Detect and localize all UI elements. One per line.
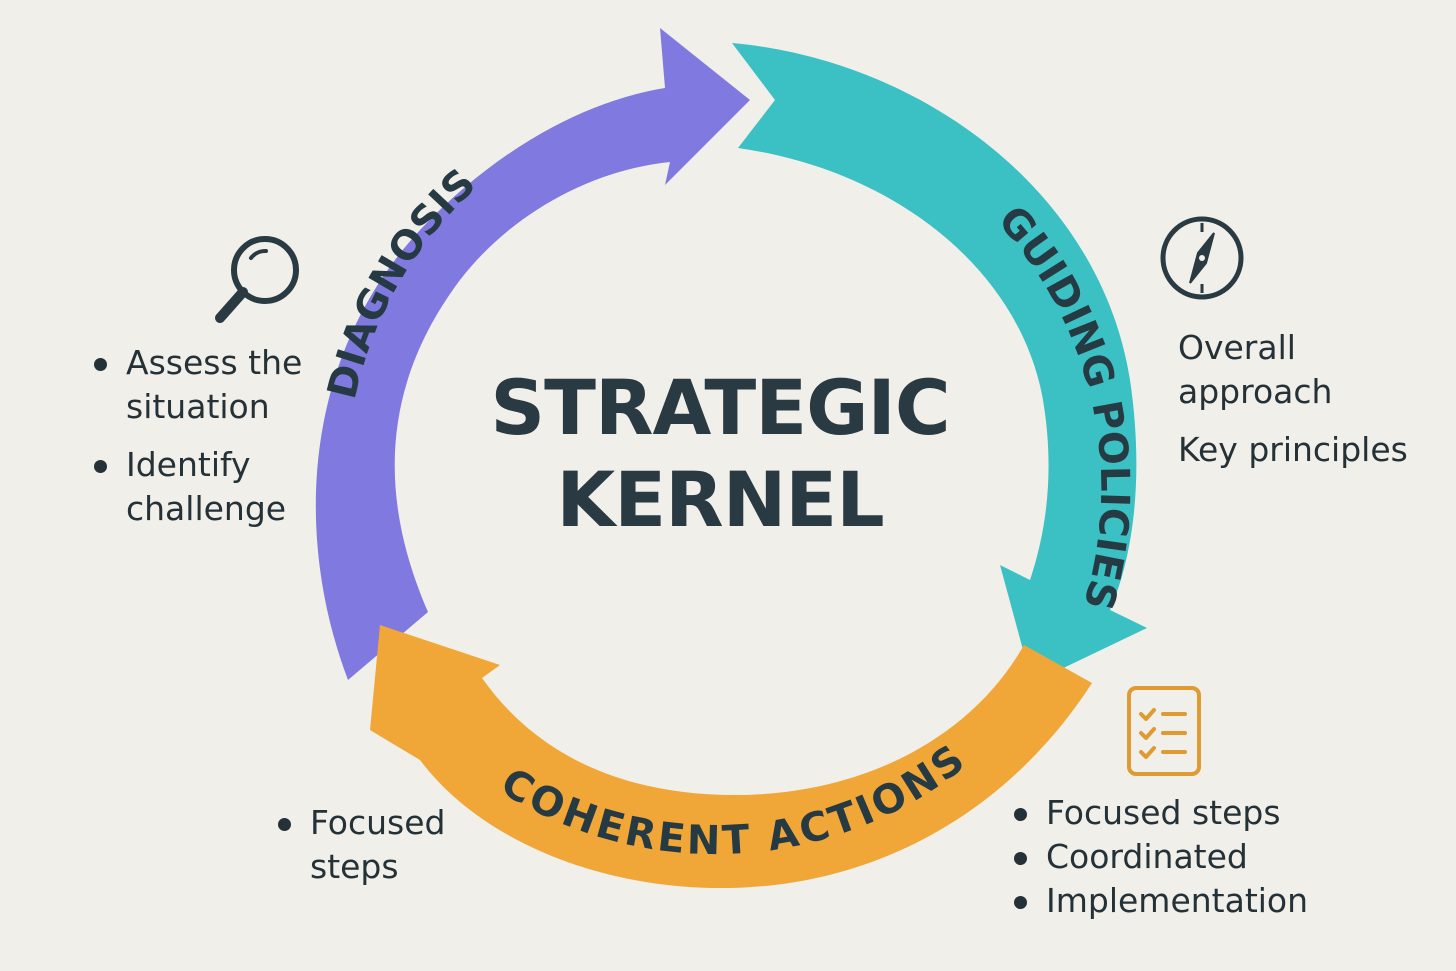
center-title-line-1: STRATEGIC	[490, 363, 950, 452]
coherent-actions-notes-right: Focused steps Coordinated Implementation	[1012, 791, 1372, 923]
guiding-policies-notes: Overall approach Key principles	[1178, 326, 1438, 472]
guiding-policies-note: Overall approach	[1178, 328, 1333, 411]
checklist-icon	[1127, 686, 1201, 776]
center-title: STRATEGIC KERNEL	[430, 362, 1010, 546]
diagnosis-notes: Assess the situation Identify challenge	[92, 341, 332, 531]
guiding-policies-arrow	[732, 43, 1147, 683]
coherent-actions-note: Coordinated	[1012, 835, 1372, 879]
diagnosis-note: Identify challenge	[92, 443, 332, 531]
coherent-actions-notes-left: Focused steps	[276, 801, 496, 889]
coherent-actions-note: Focused steps	[276, 801, 496, 889]
diagnosis-note: Assess the situation	[92, 341, 332, 429]
diagnosis-arrow	[315, 28, 750, 680]
magnifying-glass-icon	[215, 236, 299, 323]
guiding-policies-note: Key principles	[1178, 430, 1408, 469]
compass-icon	[1160, 216, 1244, 300]
center-title-line-2: KERNEL	[556, 455, 884, 544]
coherent-actions-arrow	[370, 625, 1092, 889]
coherent-actions-note: Implementation	[1012, 879, 1372, 923]
coherent-actions-note: Focused steps	[1012, 791, 1372, 835]
